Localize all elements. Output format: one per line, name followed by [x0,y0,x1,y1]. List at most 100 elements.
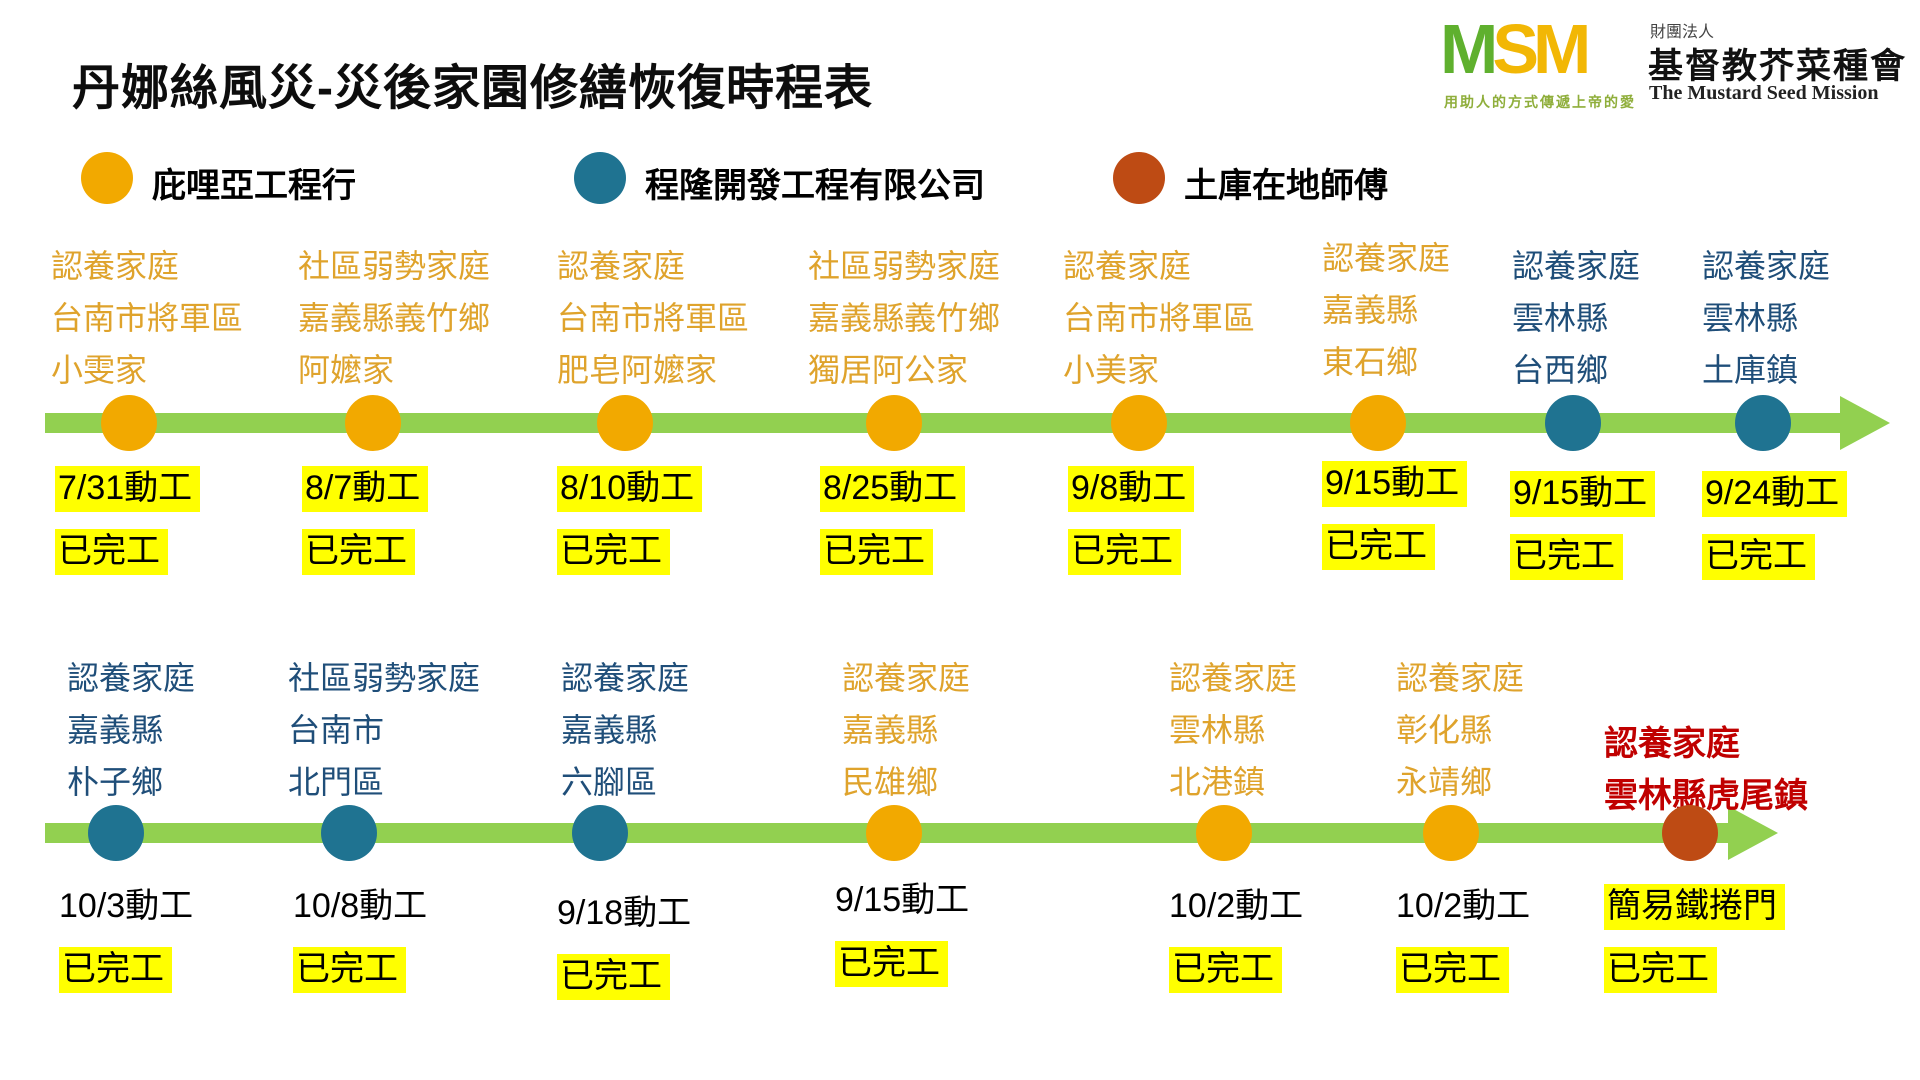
timeline-marker [88,805,144,861]
site-label: 認養家庭 嘉義縣 六腳區 [561,652,689,808]
status-date: 10/2動工 [1169,887,1304,925]
legend-label-contractor-3: 土庫在地師傅 [1184,168,1388,205]
site-label: 認養家庭 雲林縣虎尾鎮 [1604,718,1808,822]
site-label-line: 台南市將軍區 [1063,300,1256,336]
status-date: 簡易鐵捲門 [1604,884,1785,930]
site-label: 認養家庭 彰化縣 永靖鄉 [1396,652,1524,808]
site-label-line: 認養家庭 [1322,240,1451,276]
site-label-line: 社區弱勢家庭 [288,660,481,696]
status-state: 已完工 [55,529,168,575]
timeline-marker [1196,805,1252,861]
status-date: 9/24動工 [1702,471,1848,517]
status-date: 9/15動工 [1510,471,1656,517]
status-state: 已完工 [1396,947,1509,993]
site-label: 認養家庭 台南市將軍區 小雯家 [51,240,243,396]
timeline-marker [866,805,922,861]
status-label: 簡易鐵捲門 已完工 [1604,878,1785,1004]
site-label-line: 北港鎮 [1169,764,1266,800]
status-state: 已完工 [1510,534,1623,580]
site-label-line: 認養家庭 [561,660,690,696]
site-label-line: 台南市 [288,712,385,748]
status-date: 8/7動工 [302,466,429,512]
site-label: 認養家庭 台南市將軍區 肥皂阿嬤家 [557,240,749,396]
status-date: 9/18動工 [557,894,692,932]
site-label-line: 北門區 [288,764,385,800]
site-label-line: 認養家庭 [842,660,971,696]
timeline-arrowhead-1 [1840,396,1890,450]
status-state: 已完工 [1169,947,1282,993]
status-date: 9/15動工 [1322,461,1468,507]
status-label: 9/15動工 已完工 [1322,455,1468,581]
site-label-line: 社區弱勢家庭 [298,248,491,284]
status-label: 9/15動工 已完工 [1510,465,1656,591]
site-label: 社區弱勢家庭 嘉義縣義竹鄉 獨居阿公家 [808,240,1000,396]
site-label-line: 雲林縣虎尾鎮 [1604,777,1808,815]
site-label: 認養家庭 嘉義縣 朴子鄉 [67,652,195,808]
status-date: 9/8動工 [1068,466,1195,512]
org-type-label: 財團法人 [1650,24,1715,41]
site-label-line: 嘉義縣 [1322,292,1419,328]
status-label: 10/2動工 已完工 [1396,878,1530,1004]
site-label-line: 六腳區 [561,764,658,800]
msm-logo: MSM [1440,10,1591,88]
status-label: 10/2動工 已完工 [1169,878,1303,1004]
logo-letter-m1: M [1440,10,1498,88]
site-label: 認養家庭 雲林縣 台西鄉 [1512,240,1640,396]
site-label-line: 台西鄉 [1512,352,1609,388]
site-label-line: 台南市將軍區 [557,300,750,336]
site-label-line: 嘉義縣 [561,712,658,748]
status-state: 已完工 [835,941,948,987]
site-label-line: 雲林縣 [1169,712,1266,748]
status-state: 已完工 [1068,529,1181,575]
timeline-marker [1111,395,1167,451]
site-label-line: 認養家庭 [1169,660,1298,696]
status-label: 9/15動工 已完工 [835,872,969,998]
timeline-marker [321,805,377,861]
status-date: 8/25動工 [820,466,966,512]
site-label-line: 雲林縣 [1512,300,1609,336]
logo-letter-s: S [1492,10,1539,88]
site-label-line: 嘉義縣 [67,712,164,748]
status-state: 已完工 [557,954,670,1000]
legend-marker-yellow [81,152,133,204]
legend-label-contractor-1: 庇哩亞工程行 [152,168,356,205]
site-label-line: 獨居阿公家 [808,352,969,388]
timeline-marker [345,395,401,451]
status-state: 已完工 [293,947,406,993]
legend-label-contractor-2: 程隆開發工程有限公司 [645,168,985,205]
status-label: 9/8動工 已完工 [1068,460,1195,586]
status-date: 7/31動工 [55,466,201,512]
site-label-line: 認養家庭 [1512,248,1641,284]
site-label-line: 認養家庭 [1604,725,1740,763]
status-state: 已完工 [1322,524,1435,570]
site-label-line: 小美家 [1063,352,1160,388]
timeline-marker [1423,805,1479,861]
site-label-line: 嘉義縣 [842,712,939,748]
page-title: 丹娜絲風災-災後家園修繕恢復時程表 [72,62,873,115]
timeline-marker [1735,395,1791,451]
status-date: 9/15動工 [835,881,970,919]
status-label: 8/25動工 已完工 [820,460,966,586]
status-label: 10/8動工 已完工 [293,878,427,1004]
site-label-line: 民雄鄉 [842,764,939,800]
timeline-marker [1350,395,1406,451]
site-label-line: 嘉義縣義竹鄉 [808,300,1001,336]
status-label: 9/18動工 已完工 [557,885,691,1011]
site-label-line: 土庫鎮 [1702,352,1799,388]
site-label-line: 台南市將軍區 [51,300,244,336]
status-state: 已完工 [820,529,933,575]
site-label: 認養家庭 嘉義縣 民雄鄉 [842,652,970,808]
site-label-line: 東石鄉 [1322,344,1419,380]
timeline-marker [572,805,628,861]
site-label-line: 小雯家 [51,352,148,388]
status-date: 8/10動工 [557,466,703,512]
site-label: 認養家庭 雲林縣 北港鎮 [1169,652,1297,808]
status-state: 已完工 [59,947,172,993]
legend-marker-teal [574,152,626,204]
site-label-line: 阿嬤家 [298,352,395,388]
site-label: 社區弱勢家庭 台南市 北門區 [288,652,480,808]
timeline-marker [597,395,653,451]
site-label-line: 認養家庭 [67,660,196,696]
status-state: 已完工 [302,529,415,575]
